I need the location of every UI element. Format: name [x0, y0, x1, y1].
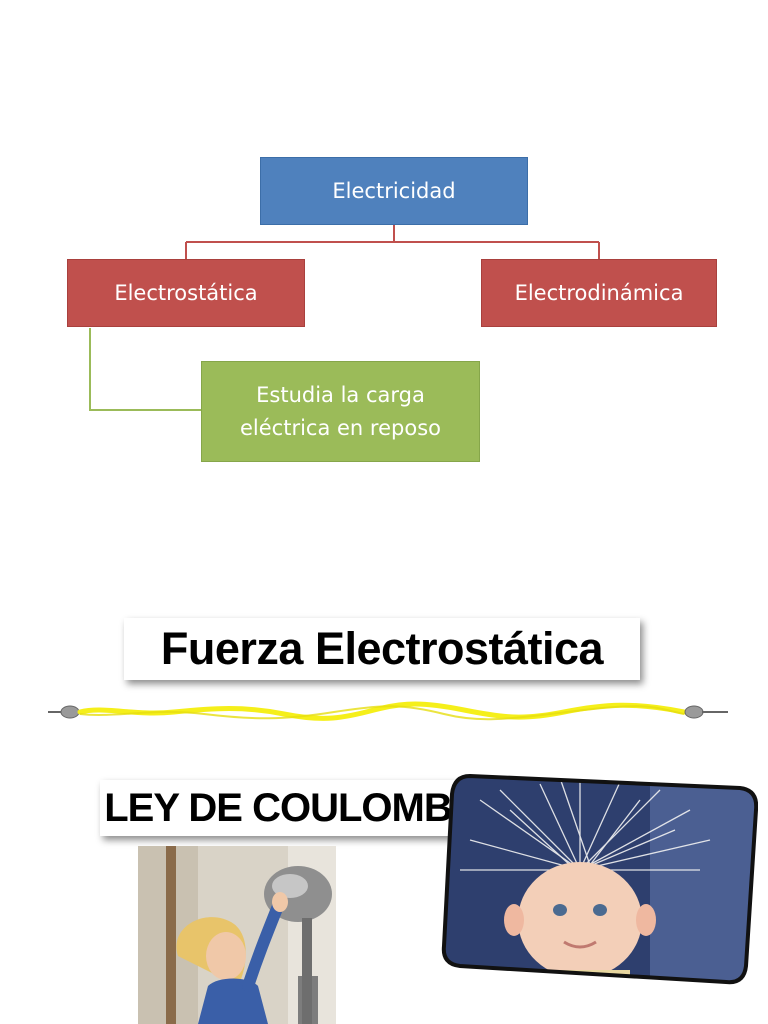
child-generator-photo: [138, 846, 336, 1024]
force-title: Fuerza Electrostática: [124, 618, 640, 680]
diagram-node-electrostatica: Electrostática: [67, 259, 305, 327]
electric-wire-divider: [48, 701, 728, 721]
diagram-node-electrodinamica: Electrodinámica: [481, 259, 717, 327]
diagram-node-detail: Estudia la carga eléctrica en reposo: [201, 361, 480, 462]
diagram-root-electricidad: Electricidad: [260, 157, 528, 225]
diagram-connectors: [89, 225, 600, 411]
baby-static-hair-photo: [441, 773, 758, 985]
coulomb-law-title: LEY DE COULOMB: [100, 780, 456, 836]
